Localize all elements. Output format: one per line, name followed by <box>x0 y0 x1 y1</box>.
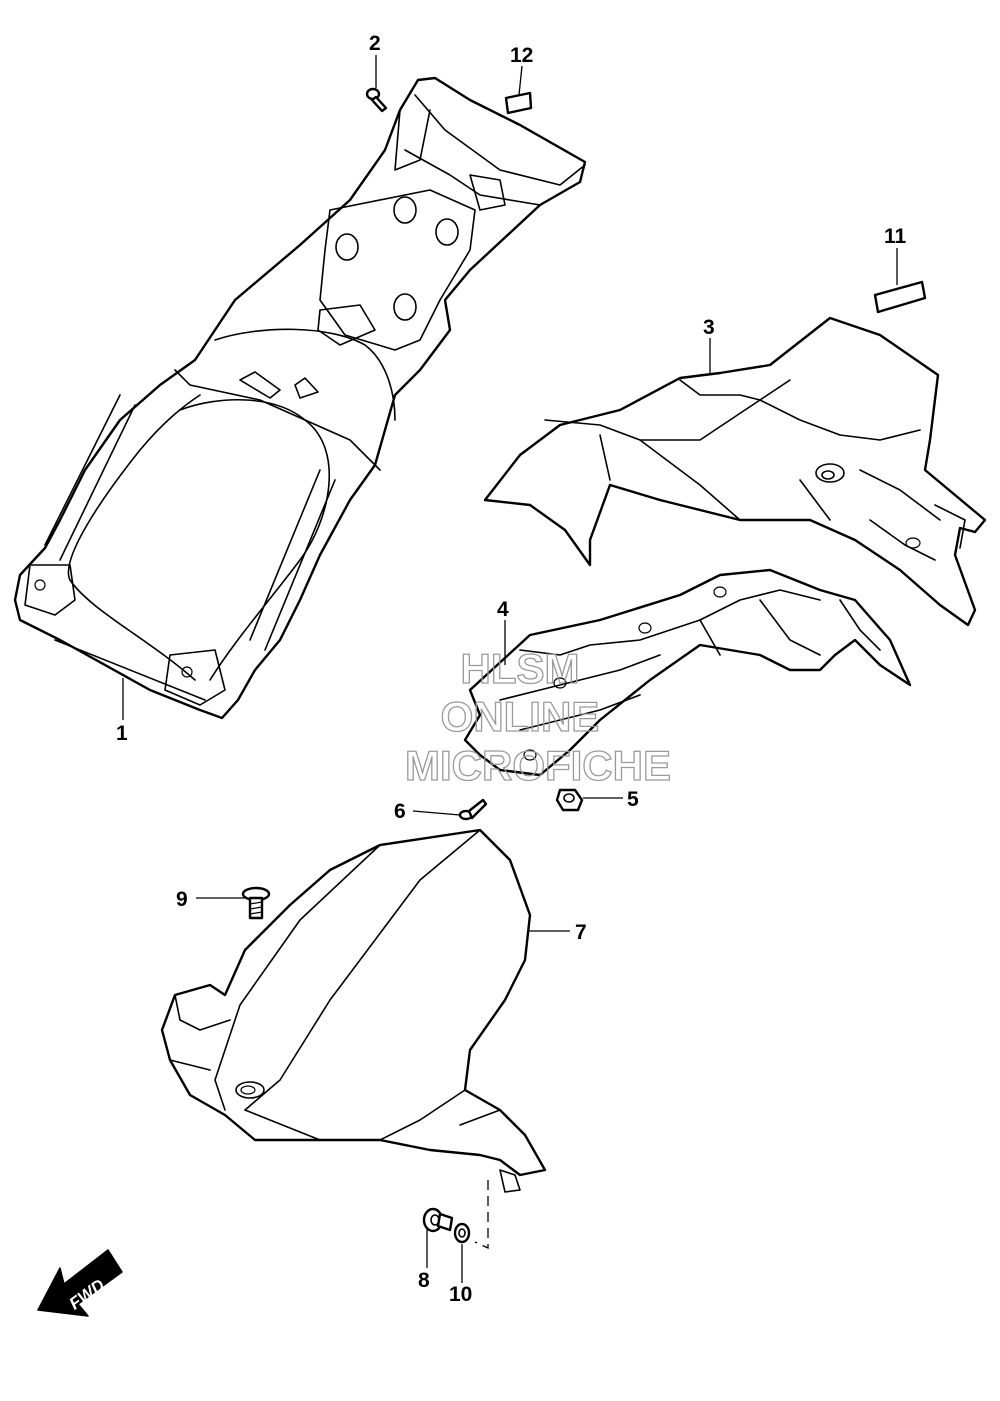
part-6-screw[interactable] <box>458 798 488 821</box>
callout-11: 11 <box>884 225 907 248</box>
part-4-bracket[interactable] <box>463 568 912 777</box>
fwd-arrow-icon: FWD <box>37 1249 123 1317</box>
callout-1: 1 <box>116 722 128 745</box>
part-9-bolt[interactable] <box>241 886 271 920</box>
callout-5: 5 <box>627 788 639 811</box>
part-5-clip[interactable] <box>555 788 584 812</box>
callout-12: 12 <box>510 44 533 67</box>
part-8-bolt[interactable] <box>422 1207 454 1233</box>
callout-10: 10 <box>449 1283 472 1306</box>
watermark-line-1: HLSM <box>461 645 580 692</box>
part-10-washer[interactable] <box>453 1222 471 1244</box>
callout-7: 7 <box>575 921 587 944</box>
callout-3: 3 <box>703 316 715 339</box>
part-11-label[interactable] <box>873 280 927 314</box>
watermark-line-3: MICROFICHE <box>405 742 671 789</box>
part-3-tail-cover[interactable] <box>483 316 987 627</box>
part-1-inner-fender[interactable] <box>13 76 587 720</box>
assembly-centerline <box>474 1180 489 1250</box>
watermark-line-2: ONLINE <box>441 693 600 740</box>
leader-lines <box>122 55 898 1283</box>
callout-6: 6 <box>394 800 406 823</box>
part-12-label[interactable] <box>504 91 533 115</box>
watermark: HLSM ONLINE MICROFICHE <box>404 644 671 789</box>
part-2-screw[interactable] <box>365 87 388 113</box>
part-7-rear-hugger[interactable] <box>160 828 547 1193</box>
callout-8: 8 <box>418 1269 430 1292</box>
callout-4: 4 <box>497 598 509 621</box>
callout-9: 9 <box>176 888 188 911</box>
callout-2: 2 <box>369 32 381 55</box>
